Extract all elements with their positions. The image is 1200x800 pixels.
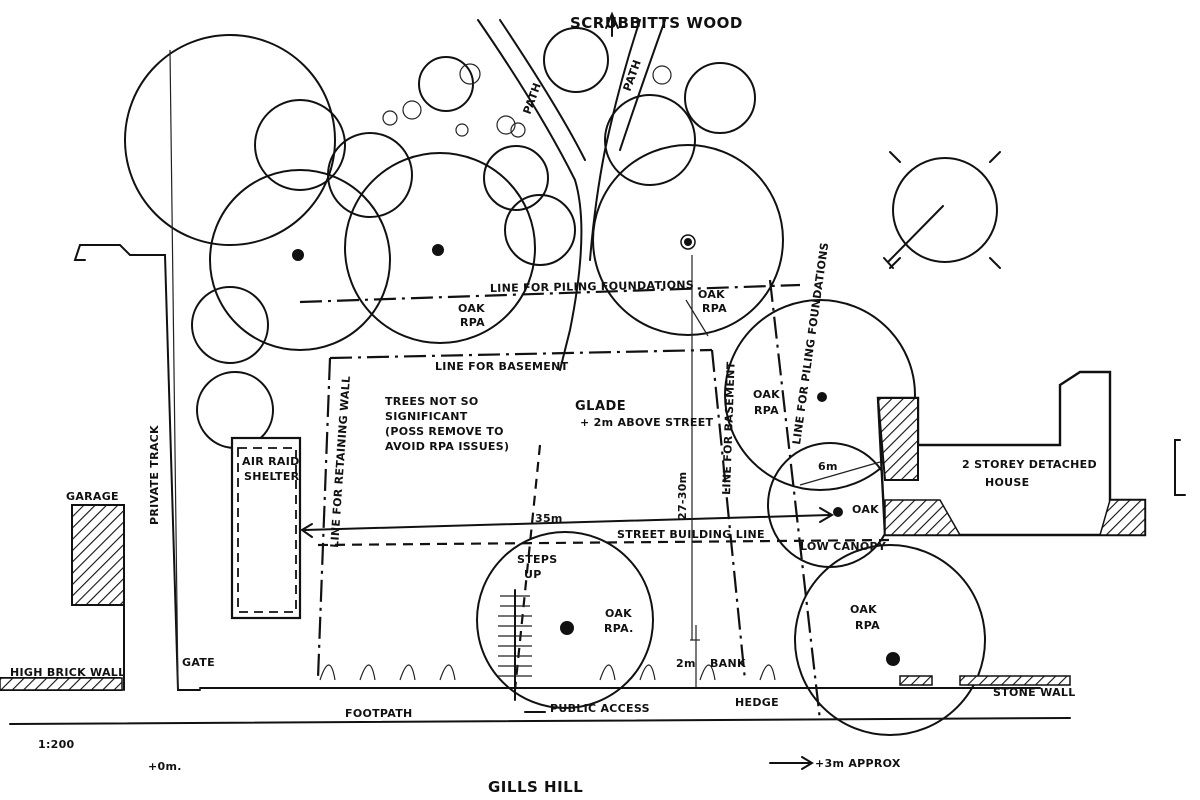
tree-canopy-small	[684, 62, 756, 134]
tree-canopies	[124, 27, 986, 736]
label-private-track: PRIVATE TRACK	[148, 425, 161, 525]
label-oak: OAK	[753, 388, 780, 401]
label-street-building-line: STREET BUILDING LINE	[617, 528, 765, 541]
label-rpa: RPA	[754, 404, 779, 417]
label-level-0: +0m.	[148, 760, 182, 773]
label-garage: GARAGE	[66, 490, 119, 503]
label-steps: STEPS	[517, 553, 557, 566]
label-oak: OAK	[852, 503, 879, 516]
label-trees-note: (POSS REMOVE TO	[385, 425, 504, 438]
label-line-piling: LINE FOR PILING FOUNDATIONS	[490, 278, 694, 295]
tree-canopy-small	[604, 94, 696, 186]
tree-canopy-small	[483, 145, 549, 211]
label-footpath: FOOTPATH	[345, 707, 413, 720]
label-hedge: HEDGE	[735, 696, 779, 709]
label-air-raid: AIR RAID	[242, 455, 300, 468]
label-glade-level: + 2m ABOVE STREET	[580, 416, 714, 429]
tree-trunks	[292, 234, 900, 666]
tree-canopy-oak-centre	[592, 144, 784, 336]
woodland-paths	[477, 11, 666, 371]
tree-canopy-oak-bottom-right	[794, 544, 986, 736]
label-rpa: RPA	[460, 316, 485, 329]
label-oak: OAK	[458, 302, 485, 315]
label-glade: GLADE	[575, 399, 626, 414]
label-oak: OAK	[605, 607, 632, 620]
label-path: PATH	[521, 81, 544, 116]
label-line-piling-vert: LINE FOR PILING FOUNDATIONS	[790, 241, 831, 445]
label-rpa: RPA.	[604, 622, 634, 635]
labels: SCRUBBITTS WOOD PATH PATH LINE FOR PILIN…	[10, 14, 1097, 796]
label-dim-27-30: 27-30m	[676, 472, 689, 520]
tree-canopy-oak-left	[209, 169, 391, 351]
label-oak: OAK	[698, 288, 725, 301]
tree-canopy-small	[254, 99, 346, 191]
label-stone-wall: STONE WALL	[993, 686, 1076, 699]
label-bank: BANK	[710, 657, 746, 670]
label-low-canopy: LOW CANOPY	[800, 540, 887, 553]
label-line-basement: LINE FOR BASEMENT	[435, 360, 569, 373]
tree-canopy-small	[543, 27, 609, 93]
label-scrubbitts-wood: SCRUBBITTS WOOD	[570, 14, 743, 32]
tree-canopy-oak-right	[724, 299, 916, 491]
label-level-3: +3m APPROX	[815, 757, 901, 770]
tree-canopy-small	[504, 194, 576, 266]
label-dim-35m: 35m	[535, 512, 563, 525]
tree-canopy-oak-bottom	[476, 531, 654, 709]
label-street-name: GILLS HILL	[488, 778, 583, 796]
garage-building	[71, 504, 125, 606]
steps	[498, 589, 532, 701]
label-shelter: SHELTER	[244, 470, 300, 483]
dimension-lines	[685, 255, 881, 688]
tree-canopy-nw	[124, 34, 336, 246]
label-house: HOUSE	[985, 476, 1029, 489]
tree-canopy-small	[191, 286, 269, 364]
label-public-access: PUBLIC ACCESS	[550, 702, 650, 715]
label-rpa: RPA	[855, 619, 880, 632]
label-scale: 1:200	[38, 738, 75, 751]
label-steps-up: UP	[524, 568, 542, 581]
high-brick-wall	[0, 677, 123, 691]
north-arrow	[883, 151, 1001, 269]
tree-canopy-oak	[344, 152, 536, 344]
label-trees-note: TREES NOT SO	[385, 395, 479, 408]
label-house: 2 STOREY DETACHED	[962, 458, 1097, 471]
label-retaining-wall: LINE FOR RETAINING WALL	[328, 375, 353, 548]
label-dim-2m: 2m	[676, 657, 696, 670]
label-line-basement-vert: LINE FOR BASEMENT	[720, 361, 738, 495]
label-dim-6m: 6m	[818, 460, 838, 473]
label-gate: GATE	[182, 656, 215, 669]
label-rpa: RPA	[702, 302, 727, 315]
air-raid-shelter	[230, 436, 302, 620]
label-high-brick-wall: HIGH BRICK WALL	[10, 666, 125, 679]
label-oak: OAK	[850, 603, 877, 616]
build-lines	[299, 279, 891, 721]
label-trees-note: SIGNIFICANT	[385, 410, 468, 423]
label-trees-note: AVOID RPA ISSUES)	[385, 440, 509, 453]
tree-canopy-small	[196, 371, 274, 449]
